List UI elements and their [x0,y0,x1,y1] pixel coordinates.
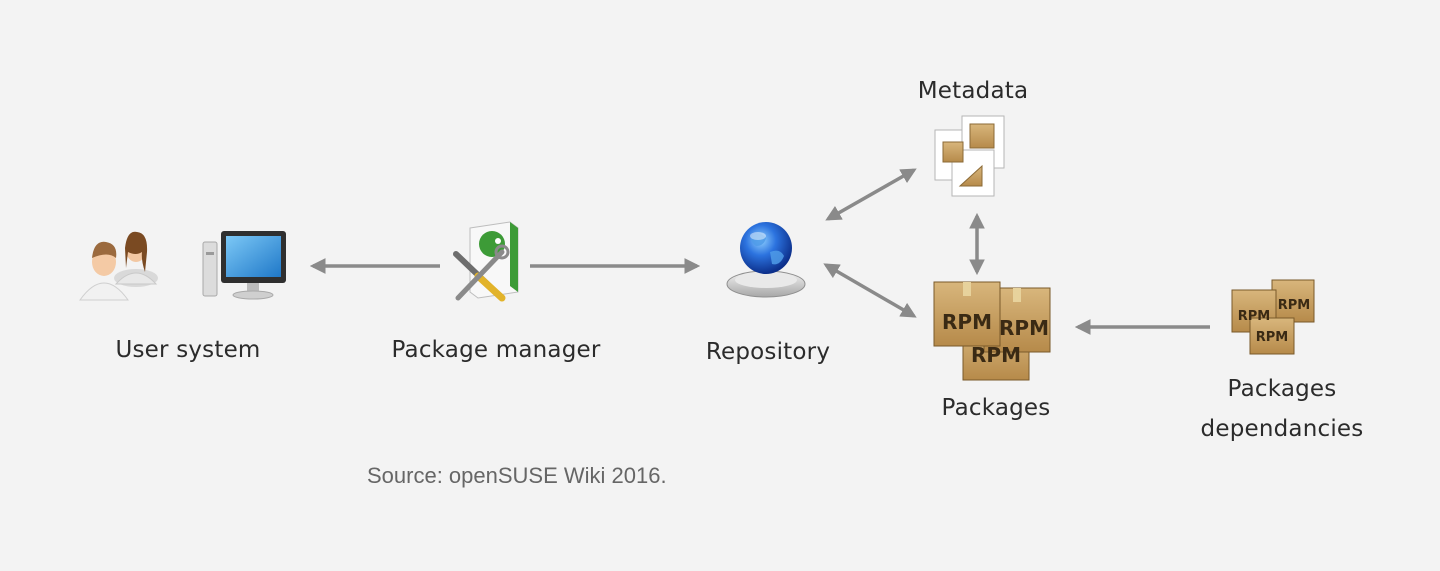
rpm-label: RPM [1256,330,1288,345]
source-caption: Source: openSUSE Wiki 2016. [367,463,667,488]
rpm-label: RPM [1278,298,1310,313]
dependency-rpm-boxes-icon: RPM RPM RPM [1231,279,1315,355]
arrow-repository-metadata [825,168,917,221]
rpm-label: RPM [999,316,1049,340]
computer-icon [202,231,286,300]
metadata-label: Metadata [917,78,1029,104]
package-manager-label: Package manager [391,337,601,363]
globe-icon [726,222,806,298]
users-icon [79,231,158,301]
arrow-repository-packages [823,263,917,318]
metadata-files-icon [934,115,1005,197]
user-system-label: User system [115,337,261,363]
rpm-boxes-icon: RPM RPM RPM [933,281,1051,381]
package-manager-icon [453,221,519,302]
packages-label: Packages [941,395,1051,421]
rpm-label: RPM [942,310,992,334]
dependencies-label-line1: Packages [1227,376,1337,402]
rpm-label: RPM [971,343,1021,367]
repository-label: Repository [705,339,831,365]
rpm-label: RPM [1238,309,1270,324]
dependencies-label-line2: dependancies [1200,416,1364,442]
